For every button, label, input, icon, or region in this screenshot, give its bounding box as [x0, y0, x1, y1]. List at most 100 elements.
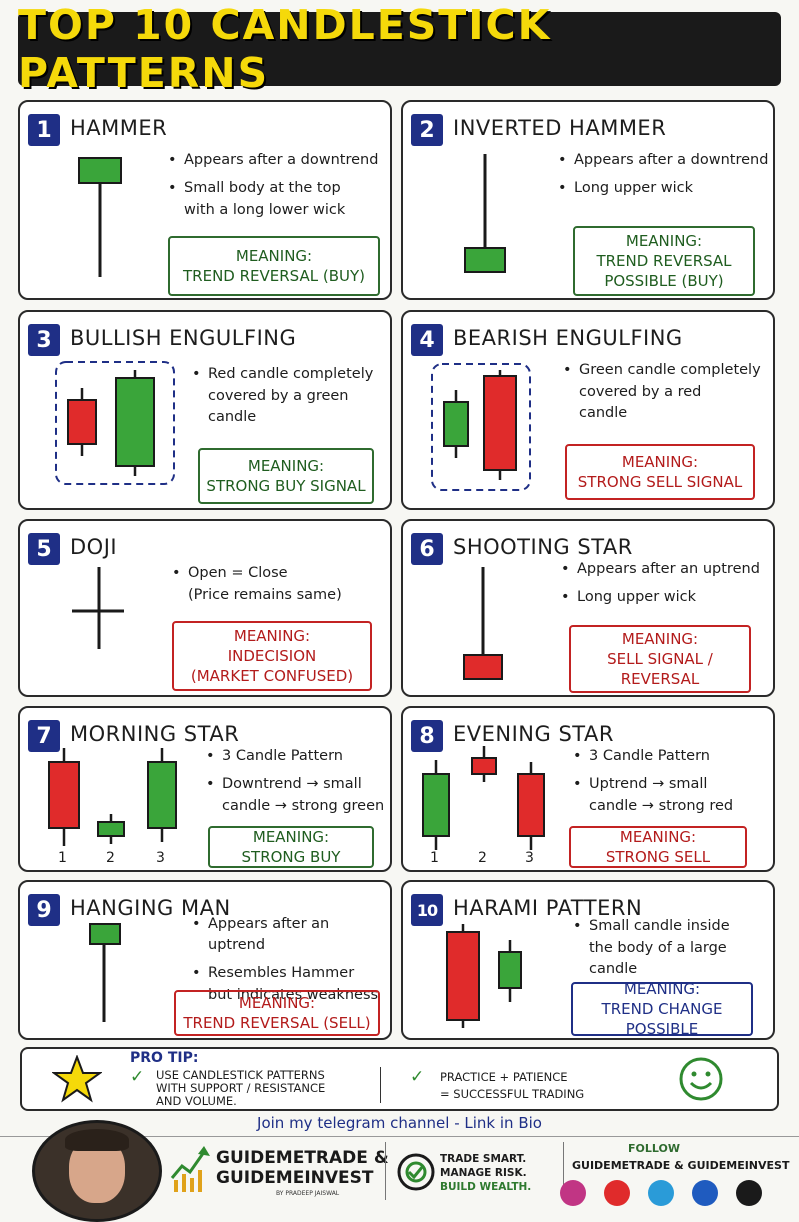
meaning-text: (MARKET CONFUSED)	[190, 667, 354, 685]
inverted-hammer-candle	[464, 154, 506, 273]
meaning-label: MEANING:	[238, 994, 316, 1012]
pattern-number: 7	[28, 720, 60, 752]
page-title: TOP 10 CANDLESTICK PATTERNS	[18, 1, 552, 97]
tip-text: AND VOLUME.	[156, 1094, 237, 1108]
bullet-cont: covered by a red	[579, 384, 702, 400]
meaning-text: TREND REVERSAL (BUY)	[183, 267, 365, 285]
divider	[385, 1142, 386, 1200]
card-inverted-hammer: 2 INVERTED HAMMER Appears after a downtr…	[401, 100, 775, 300]
meaning-text: REVERSAL	[620, 670, 700, 688]
meaning-text: TREND REVERSAL (SELL)	[183, 1014, 371, 1032]
youtube-icon[interactable]	[604, 1180, 630, 1206]
card-shooting-star: 6 SHOOTING STAR Appears after an uptrend…	[401, 519, 775, 697]
pattern-number: 8	[411, 720, 443, 752]
avatar	[32, 1120, 162, 1222]
meaning-box: MEANING: INDECISION (MARKET CONFUSED)	[172, 621, 372, 691]
bullet: Green candle completely	[563, 360, 773, 381]
harami-candles	[446, 924, 522, 1028]
pattern-number: 6	[411, 533, 443, 565]
pattern-title: DOJI	[70, 535, 118, 559]
pattern-title: HAMMER	[70, 116, 168, 140]
brand-name: GUIDEMETRADE &	[216, 1148, 389, 1168]
meaning-label: MEANING:	[252, 828, 330, 846]
follow-handles: GUIDEMETRADE & GUIDEMEINVEST	[572, 1159, 790, 1172]
divider	[380, 1067, 381, 1103]
candle-label: 1	[58, 850, 67, 866]
tip-text: = SUCCESSFUL TRADING	[440, 1087, 585, 1101]
star-icon	[52, 1055, 102, 1103]
meaning-box: MEANING: STRONG BUY SIGNAL	[198, 448, 374, 504]
bullet: Long upper wick	[561, 587, 776, 608]
bullet-cont: candle	[208, 409, 257, 425]
card-bullish-engulfing: 3 BULLISH ENGULFING Red candle completel…	[18, 310, 392, 510]
candle-label: 1	[430, 850, 439, 866]
meaning-label: MEANING:	[623, 980, 701, 998]
facebook-icon[interactable]	[692, 1180, 718, 1206]
meaning-text: POSSIBLE (BUY)	[604, 272, 724, 290]
meaning-text: TREND REVERSAL	[596, 252, 732, 270]
meaning-label: MEANING:	[625, 232, 703, 250]
bullet-cont: candle → strong green	[222, 798, 385, 814]
tip-text: USE CANDLESTICK PATTERNS	[156, 1068, 325, 1082]
bullet: Downtrend → small	[206, 774, 386, 795]
meaning-text: STRONG BUY	[241, 848, 341, 866]
bullet: 3 Candle Pattern	[573, 746, 771, 767]
bullet: Long upper wick	[558, 178, 773, 199]
meaning-label: MEANING:	[619, 828, 697, 846]
evening-star-candles	[422, 746, 545, 850]
target-logo-icon	[397, 1153, 435, 1191]
meaning-label: MEANING:	[621, 630, 699, 648]
follow-label: FOLLOW	[628, 1142, 680, 1155]
bullet: Red candle completely	[192, 364, 387, 385]
pattern-title: MORNING STAR	[70, 722, 240, 746]
card-bearish-engulfing: 4 BEARISH ENGULFING Green candle complet…	[401, 310, 775, 510]
bullet: Resembles Hammer	[192, 963, 387, 984]
meaning-box: MEANING: STRONG BUY	[208, 826, 374, 868]
meaning-box: MEANING: TREND REVERSAL (BUY)	[168, 236, 380, 296]
pro-tip-box: PRO TIP: ✓ USE CANDLESTICK PATTERNS WITH…	[20, 1047, 779, 1111]
card-harami-pattern: 10 HARAMI PATTERN Small candle inside th…	[401, 880, 775, 1040]
bearish-engulfing-candles	[431, 363, 531, 491]
pattern-title: INVERTED HAMMER	[453, 116, 667, 140]
pattern-title: EVENING STAR	[453, 722, 614, 746]
bullet: Small body at the top	[168, 178, 388, 199]
card-morning-star: 7 MORNING STAR 1 2 3 3 Candle Pattern Do…	[18, 706, 392, 872]
card-hammer: 1 HAMMER Appears after a downtrend Small…	[18, 100, 392, 300]
bullet-cont: the body of a large	[589, 940, 727, 956]
bullet-cont: with a long lower wick	[184, 202, 346, 218]
header-banner: TOP 10 CANDLESTICK PATTERNS	[18, 1, 781, 97]
check-icon: ✓	[410, 1067, 425, 1087]
meaning-box: MEANING: TREND CHANGE POSSIBLE	[571, 980, 753, 1038]
bullet: Uptrend → small	[573, 774, 771, 795]
brand-name: GUIDEMEINVEST	[216, 1168, 374, 1188]
meaning-text: STRONG BUY SIGNAL	[206, 477, 366, 495]
bullet: Appears after a downtrend	[558, 150, 773, 171]
bullet: Appears after an uptrend	[561, 559, 776, 580]
meaning-label: MEANING:	[233, 627, 311, 645]
pro-tip-label: PRO TIP:	[130, 1050, 199, 1066]
slogan-text: MANAGE RISK.	[440, 1167, 527, 1179]
slogan-text: TRADE SMART.	[440, 1153, 527, 1165]
candle-label: 3	[156, 850, 165, 866]
bullet-cont: covered by a green	[208, 388, 349, 404]
candle-label: 2	[106, 850, 115, 866]
hanging-man-candle	[89, 923, 121, 1022]
meaning-text: INDECISION	[227, 647, 317, 665]
instagram-icon[interactable]	[560, 1180, 586, 1206]
telegram-icon[interactable]	[648, 1180, 674, 1206]
smiley-icon	[679, 1057, 723, 1101]
bullet: Appears after an uptrend	[192, 914, 387, 956]
meaning-box: MEANING: TREND REVERSAL (SELL)	[174, 990, 380, 1036]
pattern-number: 4	[411, 324, 443, 356]
bullet-cont: candle → strong red	[589, 798, 734, 814]
pattern-title: SHOOTING STAR	[453, 535, 633, 559]
pattern-number: 2	[411, 114, 443, 146]
bullet-cont: candle	[579, 405, 628, 421]
bull-logo-icon	[170, 1146, 210, 1192]
bullet: 3 Candle Pattern	[206, 746, 386, 767]
meaning-label: MEANING:	[621, 453, 699, 471]
bullet: Small candle inside	[573, 916, 773, 937]
telegram-join-link[interactable]: Join my telegram channel - Link in Bio	[257, 1114, 542, 1132]
meaning-box: MEANING: STRONG SELL	[569, 826, 747, 868]
threads-icon[interactable]	[736, 1180, 762, 1206]
